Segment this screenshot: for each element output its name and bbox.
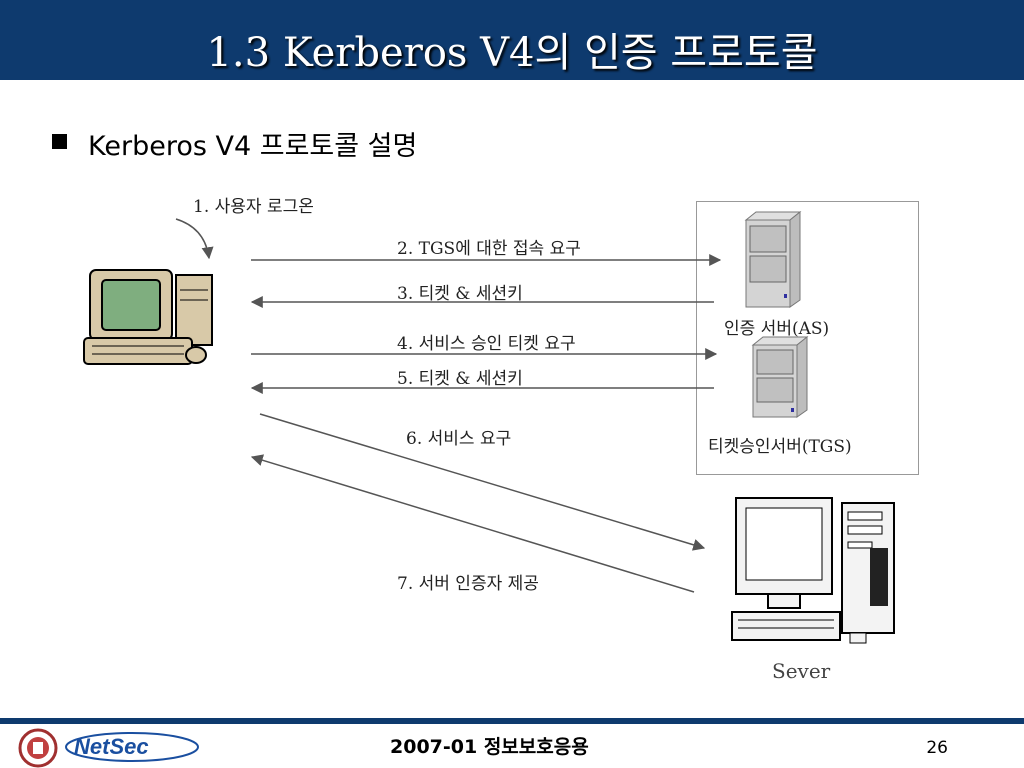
slide-subtitle: Kerberos V4 프로토콜 설명 <box>88 131 418 162</box>
tgs-server-label: 티켓승인서버(TGS) <box>708 437 852 457</box>
step1-label: 1. 사용자 로그온 <box>193 197 314 217</box>
step5-label: 5. 티켓 & 세션키 <box>397 369 523 389</box>
step1-arrow <box>175 218 214 260</box>
footer-divider <box>0 718 1024 724</box>
step7-arrow <box>250 454 695 593</box>
step4-label: 4. 서비스 승인 티켓 요구 <box>397 334 576 354</box>
university-seal-icon <box>18 728 58 768</box>
client-computer-icon <box>83 269 213 365</box>
step6-label: 6. 서비스 요구 <box>406 429 512 449</box>
as-server-icon <box>744 210 802 308</box>
bullet-square <box>52 134 67 149</box>
tgs-server-icon <box>751 335 809 418</box>
step3-label: 3. 티켓 & 세션키 <box>397 284 523 304</box>
netsec-logo-icon: NetSec <box>65 732 199 762</box>
server-computer-icon <box>731 497 895 644</box>
page-number: 26 <box>926 738 948 758</box>
step7-label: 7. 서버 인증자 제공 <box>397 574 539 594</box>
slide-title: 1.3 Kerberos V4의 인증 프로토콜 <box>206 30 818 76</box>
step6-arrow <box>259 413 706 551</box>
as-server-label: 인증 서버(AS) <box>724 319 830 339</box>
title-bar <box>0 0 1024 80</box>
course-footer: 2007-01 정보보호응용 <box>390 736 589 758</box>
server-label: Sever <box>772 659 831 683</box>
netsec-logo-text: NetSec <box>74 734 149 759</box>
step2-label: 2. TGS에 대한 접속 요구 <box>397 239 581 259</box>
